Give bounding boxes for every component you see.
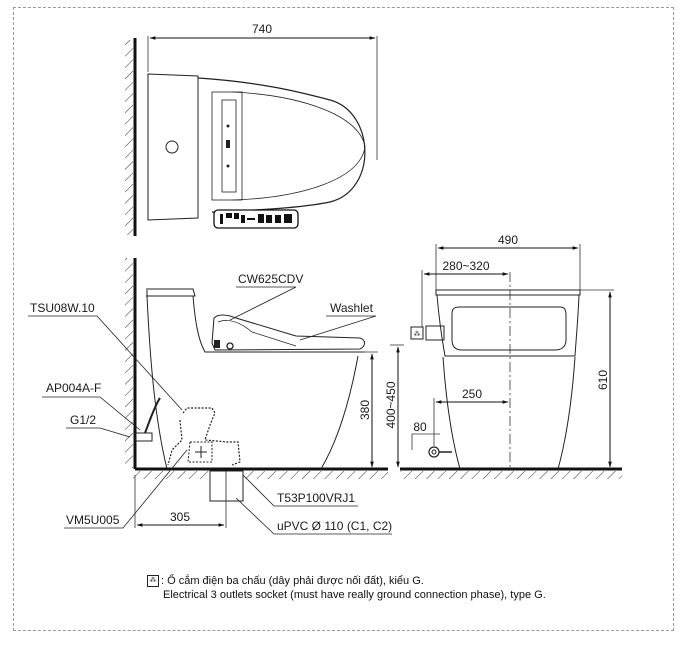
seat-rim	[231, 91, 366, 201]
label-t53p100vrj1: T53P100VRJ1	[277, 491, 355, 505]
dim-80: 80	[413, 420, 427, 434]
drain-pipe	[209, 470, 244, 502]
dim-305: 305	[170, 510, 190, 524]
side-view: 305 380 400~450 CW625CDV Washlet TSU08W.…	[28, 258, 404, 535]
bowl-front-curve	[320, 355, 359, 470]
top-view: 740	[125, 22, 378, 236]
dim-380: 380	[358, 400, 372, 420]
socket-icon	[410, 326, 424, 340]
label-ap004a-f: AP004A-F	[46, 381, 101, 395]
socket-icon: ⁂	[147, 575, 159, 587]
drawing-frame	[13, 7, 674, 631]
tank-outline	[147, 73, 199, 221]
note-vietnamese: : Ổ cắm điện ba chấu (dây phải được nối …	[161, 575, 424, 587]
legend-note: ⁂ : Ổ cắm điện ba chấu (dây phải được nố…	[147, 574, 546, 602]
label-vm5u005: VM5U005	[66, 513, 120, 527]
seat-hinge-unit	[211, 91, 243, 201]
dim-400-450-side: 400~450	[384, 381, 398, 428]
label-tsu08w10: TSU08W.10	[30, 301, 95, 315]
floor-hatch	[133, 471, 388, 479]
bowl-outline	[197, 77, 366, 213]
dim-610: 610	[596, 370, 610, 390]
dim-490: 490	[498, 233, 518, 247]
front-view: ⁂ 490 280~320 250 80 610	[400, 233, 622, 479]
lid-top	[435, 289, 581, 296]
label-cw625cdv: CW625CDV	[238, 272, 303, 286]
label-upvc: uPVC Ø 110 (C1, C2)	[277, 519, 392, 533]
dim-740: 740	[252, 22, 272, 36]
stop-valve	[135, 432, 153, 442]
label-g12: G1/2	[70, 413, 96, 427]
dim-250: 250	[462, 387, 482, 401]
washlet-seat	[211, 314, 365, 351]
rough-in-outline	[167, 407, 241, 466]
note-english: Electrical 3 outlets socket (must have r…	[163, 589, 546, 601]
flush-button	[165, 140, 179, 154]
svg-text:⁂: ⁂	[414, 330, 421, 338]
power-plug	[425, 325, 445, 341]
floor-hatch	[400, 471, 622, 479]
wall-hatch	[125, 258, 133, 468]
hose	[144, 397, 161, 434]
front-valve	[428, 446, 440, 458]
dim-280-320: 280~320	[442, 259, 489, 273]
wall-hatch	[125, 40, 133, 235]
seat-front	[451, 306, 567, 351]
label-washlet: Washlet	[330, 301, 374, 315]
